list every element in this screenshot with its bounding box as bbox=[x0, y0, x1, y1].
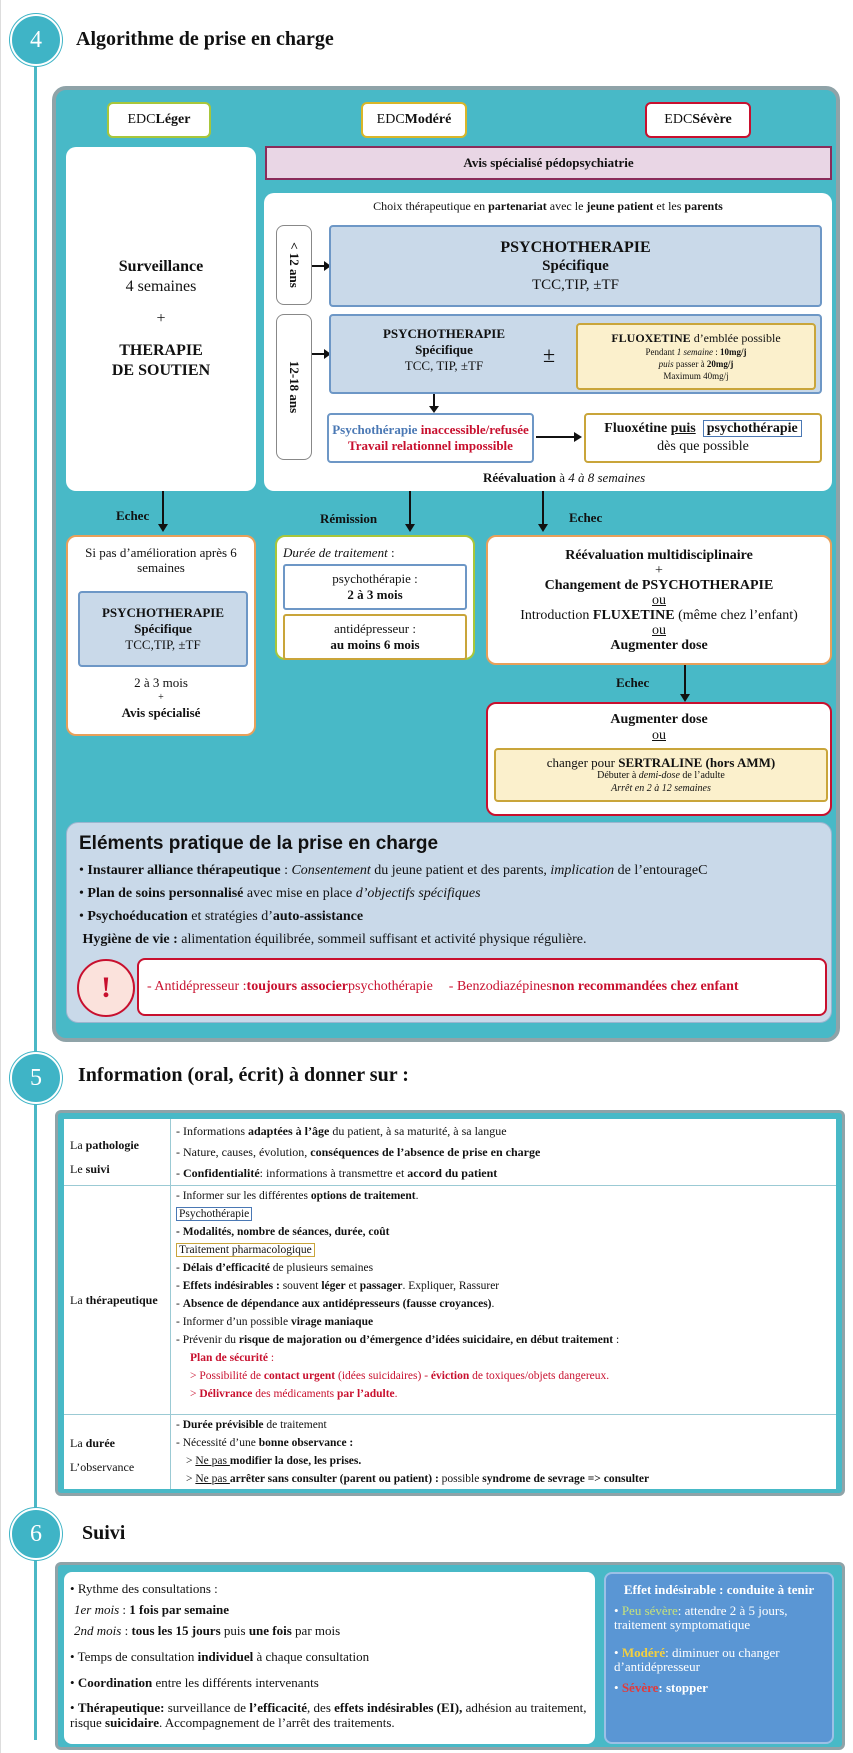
psy-title: PSYCHOTHERAPIE bbox=[101, 605, 225, 620]
edc-severe-label: EDC Sévère bbox=[645, 102, 751, 138]
row-pathologie-label: La pathologie Le suivi bbox=[70, 1138, 139, 1176]
avis-specialise-banner: Avis spécialisé pédopsychiatrie bbox=[265, 146, 832, 180]
augmenter-dose-text: Augmenter dose ou bbox=[610, 712, 708, 743]
bullet-alliance: • Instaurer alliance thérapeutique : Con… bbox=[79, 863, 708, 878]
section-number-badge: 5 bbox=[10, 1052, 62, 1104]
duree-psy-box: psychothérapie :2 à 3 mois bbox=[283, 564, 467, 610]
section-number: 6 bbox=[30, 1520, 42, 1547]
row-pathologie-content: - Informations adaptées à l’âge du patie… bbox=[176, 1124, 541, 1180]
section-number: 5 bbox=[30, 1064, 42, 1091]
arrow-right-icon bbox=[312, 349, 331, 359]
psy-title: PSYCHOTHERAPIE bbox=[500, 238, 651, 256]
duree-ad-box: antidépresseur :au moins 6 mois bbox=[283, 614, 467, 660]
rythme-1er-mois: 1er mois : 1 fois par semaine bbox=[74, 1602, 230, 1617]
warning-text-box: - Antidépresseur : toujours associer psy… bbox=[137, 958, 827, 1016]
psy-methods: TCC,TIP, ±TF bbox=[532, 276, 619, 293]
psy-title: PSYCHOTHERAPIE bbox=[382, 326, 506, 341]
psychotherapie-under12-box: PSYCHOTHERAPIE Spécifique TCC,TIP, ±TF bbox=[329, 225, 822, 307]
psychotherapie-12-18-box: PSYCHOTHERAPIE Spécifique TCC, TIP, ±TF … bbox=[329, 314, 822, 394]
row-duree-content: - Durée prévisible de traitement - Néces… bbox=[176, 1419, 650, 1485]
age-under-12-box: < 12 ans bbox=[276, 225, 312, 305]
section-title: Algorithme de prise en charge bbox=[76, 28, 334, 50]
soutien-label: DE SOUTIEN bbox=[111, 362, 211, 379]
duree-title: Durée de traitement : bbox=[283, 545, 395, 560]
surveillance-title: Surveillance bbox=[118, 258, 204, 275]
bullet-rythme: • Rythme des consultations : bbox=[70, 1581, 218, 1596]
arrow-down-icon bbox=[405, 491, 415, 532]
ei-severe: • Sévère: stopper bbox=[614, 1680, 708, 1695]
si-pas-amelioration-box: Si pas d’amélioration après 6 semaines P… bbox=[66, 535, 256, 736]
information-table: La pathologie Le suivi - Informations ad… bbox=[64, 1119, 836, 1489]
arrow-down-icon bbox=[680, 665, 690, 702]
ei-peu-severe: • Peu sévère: attendre 2 à 5 jours, trai… bbox=[614, 1603, 788, 1632]
psychotherapie-box: PSYCHOTHERAPIE Spécifique TCC,TIP, ±TF bbox=[78, 591, 248, 667]
echec-label: Echec bbox=[569, 510, 603, 525]
arrow-right-icon bbox=[312, 261, 331, 271]
arrow-down-icon bbox=[429, 394, 439, 413]
deux-trois-mois: 2 à 3 mois + Avis spécialisé bbox=[121, 675, 201, 720]
psy-subtitle: Spécifique bbox=[415, 342, 473, 357]
ei-modere: • Modéré: diminuer ou changer d’antidépr… bbox=[614, 1645, 780, 1674]
edc-leger-label: EDC Léger bbox=[107, 102, 211, 138]
therapie-label: THERAPIE bbox=[119, 342, 203, 359]
echec-label: Echec bbox=[616, 675, 650, 690]
psy-methods: TCC, TIP, ±TF bbox=[404, 358, 484, 373]
bullet-hygiene: Hygiène de vie : alimentation équilibrée… bbox=[82, 932, 587, 947]
remission-label: Rémission bbox=[320, 511, 378, 526]
augmenter-dose-box: Augmenter dose ou changer pour SERTRALIN… bbox=[486, 702, 832, 816]
reevaluation-multi-box: Réévaluation multidisciplinaire + Change… bbox=[486, 535, 832, 665]
effet-indesirable-box: Effet indésirable : conduite à tenir • P… bbox=[604, 1572, 834, 1744]
plus-sign: + bbox=[156, 310, 166, 327]
fluoxetine-box: FLUOXETINE d’emblée possible Pendant 1 s… bbox=[576, 323, 816, 390]
bullet-therapeutique: • Thérapeutique: surveillance de l’effic… bbox=[70, 1700, 587, 1730]
bullet-plan-soins: • Plan de soins personnalisé avec mise e… bbox=[79, 886, 481, 901]
psy-subtitle: Spécifique bbox=[134, 621, 192, 636]
bullet-temps: • Temps de consultation individuel à cha… bbox=[70, 1649, 370, 1664]
si-pas-text: Si pas d’amélioration après 6 semaines bbox=[85, 545, 237, 575]
bullet-psychoeducation: • Psychoéducation et stratégies d’auto-a… bbox=[79, 909, 364, 924]
plus-minus-sign: ± bbox=[543, 342, 556, 367]
rythme-2nd-mois: 2nd mois : tous les 15 jours puis une fo… bbox=[74, 1623, 341, 1638]
suivi-content-box: • Rythme des consultations : 1er mois : … bbox=[64, 1572, 595, 1744]
section-number-badge: 6 bbox=[10, 1508, 62, 1560]
row-therapeutique-content: - Informer sur les différentes options d… bbox=[176, 1190, 620, 1400]
choix-text: Choix thérapeutique en partenariat avec … bbox=[373, 199, 723, 213]
elements-pratiques-box: Eléments pratique de la prise en charge … bbox=[66, 822, 832, 1023]
surveillance-duration: 4 semaines bbox=[125, 278, 197, 295]
pharmacologique-tag: Traitement pharmacologique bbox=[176, 1243, 315, 1257]
timeline-line bbox=[34, 40, 37, 1740]
fluoxetine-puis-psy-box: Fluoxétine puis psychothérapie dès que p… bbox=[584, 413, 822, 463]
row-therapeutique-label: La thérapeutique bbox=[70, 1293, 158, 1307]
sertraline-box: changer pour SERTRALINE (hors AMM) Début… bbox=[494, 748, 828, 802]
edc-modere-label: EDC Modéré bbox=[361, 102, 467, 138]
section-number-badge: 4 bbox=[10, 14, 62, 66]
psychotherapie-tag: Psychothérapie bbox=[176, 1207, 253, 1221]
psy-methods: TCC,TIP, ±TF bbox=[125, 637, 201, 652]
surveillance-box: Surveillance 4 semaines + THERAPIE DE SO… bbox=[66, 147, 256, 491]
arrow-down-icon bbox=[538, 491, 548, 532]
psy2-text: PSYCHOTHERAPIE Spécifique TCC, TIP, ±TF bbox=[349, 326, 539, 374]
duree-traitement-box: Durée de traitement : psychothérapie :2 … bbox=[275, 535, 475, 660]
suivi-list: • Rythme des consultations : 1er mois : … bbox=[70, 1578, 369, 1693]
section-number: 4 bbox=[30, 26, 42, 53]
psy-subtitle: Spécifique bbox=[542, 257, 609, 274]
row-duree-label: La durée L’observance bbox=[70, 1436, 135, 1474]
elements-title: Eléments pratique de la prise en charge bbox=[79, 833, 439, 854]
echec-label: Echec bbox=[116, 508, 150, 523]
age-12-18-label: 12-18 ans bbox=[287, 360, 302, 414]
age-under-12-label: < 12 ans bbox=[287, 242, 302, 288]
reevaluation-text: Réévaluation à 4 à 8 semaines bbox=[483, 470, 646, 485]
ei-title: Effet indésirable : conduite à tenir bbox=[623, 1582, 815, 1597]
section-title: Information (oral, écrit) à donner sur : bbox=[78, 1064, 409, 1086]
arrow-right-icon bbox=[536, 432, 582, 442]
arrow-down-icon bbox=[158, 491, 168, 532]
bullet-coordination: • Coordination entre les différents inte… bbox=[70, 1675, 319, 1690]
warning-icon: ! bbox=[77, 959, 135, 1017]
section-title: Suivi bbox=[82, 1522, 126, 1544]
psychotherapie-inaccessible-box: Psychothérapie inaccessible/refusée Trav… bbox=[327, 413, 534, 463]
age-12-18-box: 12-18 ans bbox=[276, 314, 312, 460]
